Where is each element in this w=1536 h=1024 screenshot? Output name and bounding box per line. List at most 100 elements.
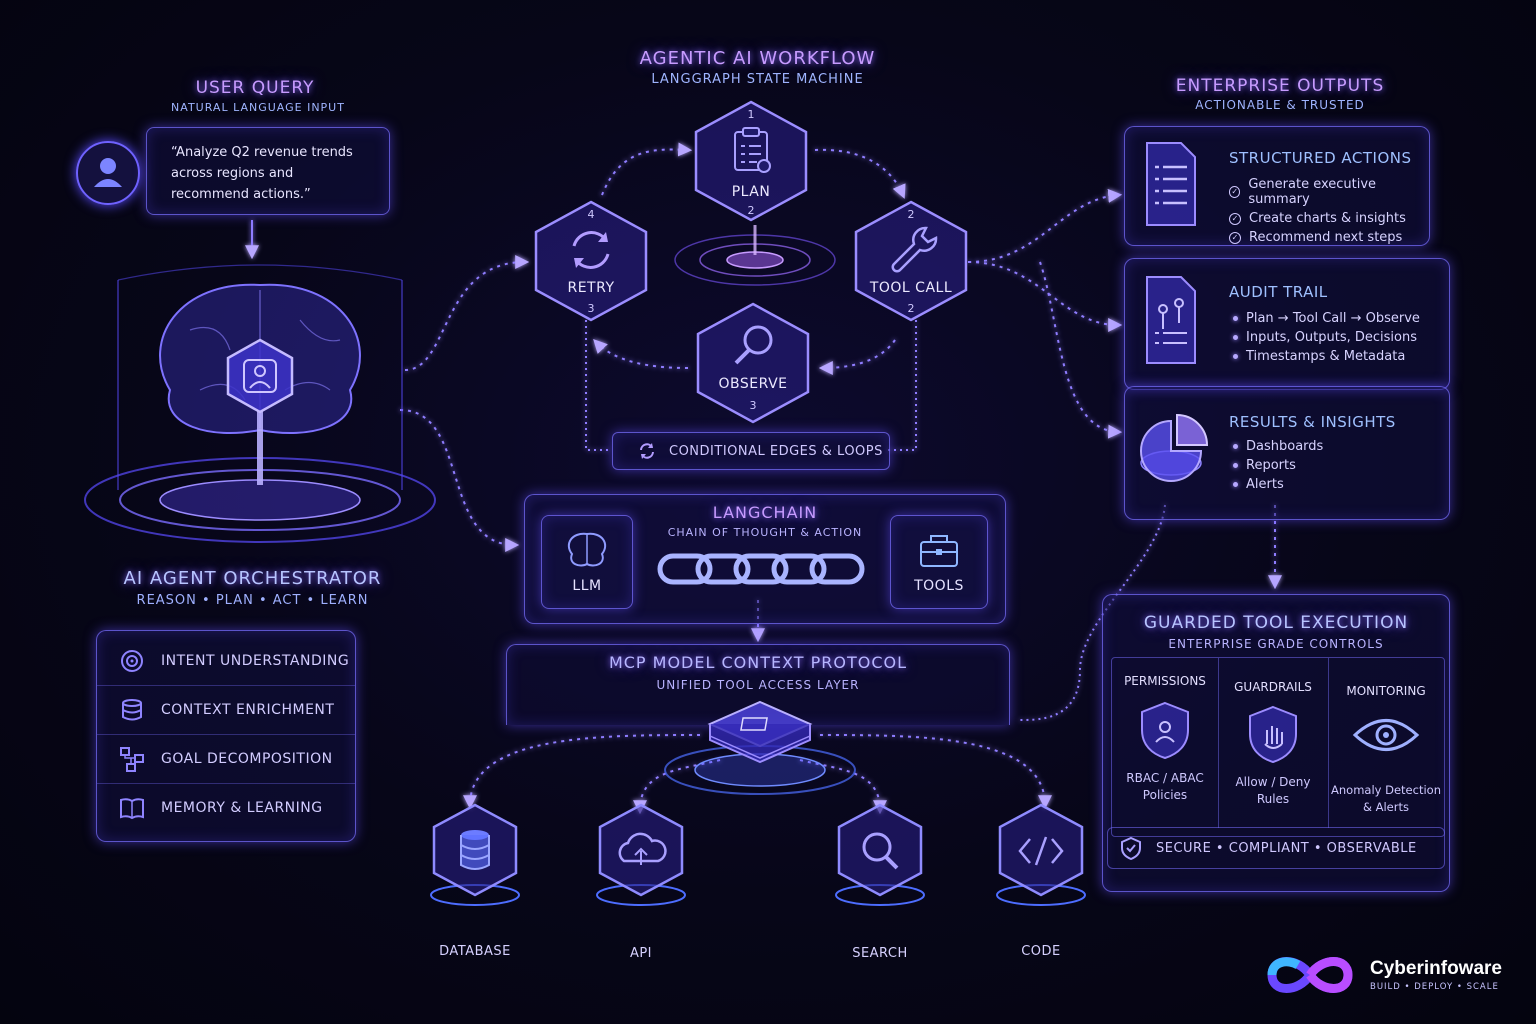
document-icon xyxy=(1146,142,1196,226)
llm-box[interactable]: LLM xyxy=(541,515,633,609)
tool-call-label: TOOL CALL xyxy=(869,280,953,296)
monitoring-title: MONITORING xyxy=(1346,684,1426,698)
audit-doc-icon xyxy=(1146,276,1196,364)
guarded-title: GUARDED TOOL EXECUTION xyxy=(1143,613,1409,633)
conditional-loops-pill: CONDITIONAL EDGES & LOOPS xyxy=(612,432,890,470)
monitoring-desc: Anomaly Detection xyxy=(1331,783,1441,797)
observe-num-bottom: 3 xyxy=(749,399,757,412)
tool-database[interactable] xyxy=(430,803,520,906)
node-tool-call[interactable]: 2 TOOL CALL 2 xyxy=(848,198,974,324)
target-icon xyxy=(121,650,143,672)
user-query-title: USER QUERY xyxy=(195,78,315,98)
guardrails-desc: Rules xyxy=(1256,792,1290,806)
node-observe[interactable]: OBSERVE 3 xyxy=(690,300,816,426)
tool-api[interactable] xyxy=(596,803,686,906)
structured-list: ✓ Generate executive summary ✓ Create char… xyxy=(1229,173,1429,249)
query-text: “Analyze Q2 revenue trends across region… xyxy=(171,145,353,202)
book-icon xyxy=(120,798,144,820)
structured-item: Generate executive summary xyxy=(1248,177,1377,207)
brain-visual xyxy=(60,250,460,550)
capability-label: MEMORY & LEARNING xyxy=(161,800,323,816)
structured-item: Recommend next steps xyxy=(1249,230,1403,245)
results-list: Dashboards Reports Alerts xyxy=(1233,435,1323,496)
query-bubble: “Analyze Q2 revenue trends across region… xyxy=(146,127,390,215)
audit-item: Plan → Tool Call → Observe xyxy=(1246,311,1420,326)
shield-check-icon xyxy=(1121,836,1141,860)
toolbox-icon xyxy=(920,535,958,567)
guarded-subtitle: ENTERPRISE GRADE CONTROLS xyxy=(1168,637,1384,651)
brain-icon xyxy=(567,532,607,567)
workflow-title: AGENTIC AI WORKFLOW xyxy=(639,48,876,69)
retry-label: RETRY xyxy=(567,280,615,296)
database-icon xyxy=(460,830,490,870)
shield-user-icon xyxy=(1141,701,1189,760)
plan-num-top: 1 xyxy=(747,108,755,121)
capability-memory: MEMORY & LEARNING xyxy=(97,784,355,832)
audit-title: AUDIT TRAIL xyxy=(1229,283,1328,301)
loops-label: CONDITIONAL EDGES & LOOPS xyxy=(669,443,883,459)
structured-item: Create charts & insights xyxy=(1249,211,1406,226)
tools-label: TOOLS xyxy=(914,578,964,594)
guarded-panel: GUARDED TOOL EXECUTION ENTERPRISE GRADE … xyxy=(1102,594,1450,892)
check-icon: ✓ xyxy=(1229,212,1241,225)
capability-intent: INTENT UNDERSTANDING xyxy=(97,637,355,686)
results-title: RESULTS & INSIGHTS xyxy=(1229,413,1396,431)
capability-label: CONTEXT ENRICHMENT xyxy=(161,702,335,718)
tool-code-label: CODE xyxy=(1021,944,1061,959)
orchestrator-capabilities: INTENT UNDERSTANDING CONTEXT ENRICHMENT … xyxy=(96,630,356,842)
refresh-icon xyxy=(572,231,610,269)
tool-call-num-top: 2 xyxy=(907,208,915,221)
guard-col-monitoring: MONITORING Anomaly Detection& Alerts xyxy=(1328,658,1444,828)
tool-search[interactable] xyxy=(835,803,925,906)
outputs-subtitle: ACTIONABLE & TRUSTED xyxy=(1195,98,1365,112)
cloud-icon xyxy=(618,832,667,865)
guardrails-desc: Allow / Deny xyxy=(1235,775,1311,789)
guardrails-title: GUARDRAILS xyxy=(1234,680,1312,694)
retry-num-bottom: 3 xyxy=(587,302,595,315)
tool-code[interactable] xyxy=(996,803,1086,906)
swirl-visual xyxy=(674,225,836,286)
eye-icon xyxy=(1352,719,1420,751)
brand-tagline: BUILD • DEPLOY • SCALE xyxy=(1370,982,1499,992)
tools-box[interactable]: TOOLS xyxy=(890,515,988,609)
clipboard-icon xyxy=(734,127,771,173)
user-query-subtitle: NATURAL LANGUAGE INPUT xyxy=(171,101,345,114)
database-icon xyxy=(122,699,142,721)
results-panel: RESULTS & INSIGHTS Dashboards Reports Al… xyxy=(1124,386,1450,520)
permissions-desc: Policies xyxy=(1142,788,1188,802)
observe-label: OBSERVE xyxy=(718,376,788,392)
capability-context: CONTEXT ENRICHMENT xyxy=(97,686,355,735)
mcp-hub-visual xyxy=(664,700,856,795)
magnifier-icon xyxy=(734,325,773,365)
workflow-subtitle: LANGGRAPH STATE MACHINE xyxy=(651,72,864,87)
node-retry[interactable]: 4 RETRY 3 xyxy=(528,198,654,324)
tool-api-label: API xyxy=(629,946,653,961)
check-icon: ✓ xyxy=(1229,231,1241,244)
shield-hand-icon xyxy=(1249,705,1297,764)
guarded-footer-label: SECURE • COMPLIANT • OBSERVABLE xyxy=(1156,840,1417,856)
user-avatar xyxy=(76,141,140,205)
orchestrator-title: AI AGENT ORCHESTRATOR xyxy=(123,568,382,589)
loop-icon xyxy=(640,443,654,459)
infinity-logo-icon xyxy=(1267,957,1353,993)
structured-title: STRUCTURED ACTIONS xyxy=(1229,149,1412,167)
outputs-title: ENTERPRISE OUTPUTS xyxy=(1175,76,1385,96)
langchain-subtitle: CHAIN OF THOUGHT & ACTION xyxy=(667,526,863,539)
chain-icon xyxy=(657,553,865,585)
audit-item: Timestamps & Metadata xyxy=(1246,349,1406,364)
mcp-title: MCP MODEL CONTEXT PROTOCOL xyxy=(608,653,908,672)
plan-num-bottom: 2 xyxy=(747,204,755,217)
capability-label: GOAL DECOMPOSITION xyxy=(161,751,333,767)
user-icon xyxy=(94,158,122,187)
langchain-title: LANGCHAIN xyxy=(712,503,818,522)
mcp-subtitle: UNIFIED TOOL ACCESS LAYER xyxy=(656,678,860,692)
results-item: Dashboards xyxy=(1246,439,1324,454)
audit-list: Plan → Tool Call → Observe Inputs, Outpu… xyxy=(1233,307,1420,368)
brand: Cyberinfoware BUILD • DEPLOY • SCALE xyxy=(1258,950,1518,1000)
pie-chart-icon xyxy=(1140,413,1209,482)
node-plan[interactable]: 1 PLAN 2 xyxy=(688,98,814,224)
structured-actions-panel: STRUCTURED ACTIONS ✓ Generate executive s… xyxy=(1124,126,1430,246)
